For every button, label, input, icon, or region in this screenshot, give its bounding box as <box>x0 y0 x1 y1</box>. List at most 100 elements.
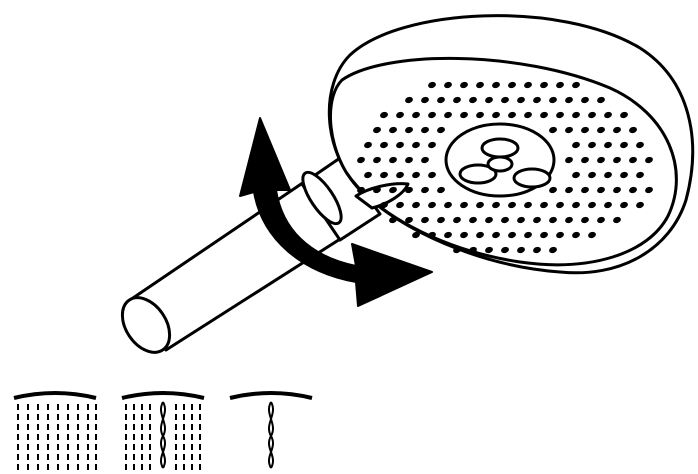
spray-nozzle <box>453 216 461 224</box>
spray-nozzle <box>453 96 461 104</box>
spray-nozzle <box>469 246 477 254</box>
spray-nozzle <box>380 111 388 119</box>
spray-nozzle <box>380 201 388 209</box>
spray-nozzle <box>421 186 429 194</box>
spray-nozzle <box>405 96 413 104</box>
spray-nozzle <box>540 81 548 89</box>
spray-nozzle <box>421 156 429 164</box>
spray-nozzle <box>588 231 596 239</box>
spray-nozzle <box>444 81 452 89</box>
spray-nozzle <box>389 126 397 134</box>
spray-nozzle <box>549 186 557 194</box>
spray-nozzle <box>460 201 468 209</box>
spray-nozzle <box>357 156 365 164</box>
spray-nozzle <box>597 156 605 164</box>
spray-nozzle <box>460 111 468 119</box>
spray-nozzle <box>492 231 500 239</box>
spray-nozzle <box>565 126 573 134</box>
spray-nozzle <box>428 111 436 119</box>
spray-nozzle <box>501 216 509 224</box>
spray-nozzle <box>588 111 596 119</box>
spray-nozzle <box>492 201 500 209</box>
spray-nozzle <box>645 156 653 164</box>
spray-nozzle <box>460 231 468 239</box>
spray-nozzle <box>620 171 628 179</box>
spray-nozzle <box>437 126 445 134</box>
spray-nozzle <box>485 216 493 224</box>
spray-nozzle <box>389 156 397 164</box>
spray-nozzle <box>572 231 580 239</box>
spray-nozzle <box>444 111 452 119</box>
spray-nozzle <box>556 111 564 119</box>
spray-nozzle <box>597 96 605 104</box>
spray-nozzle <box>412 201 420 209</box>
spray-nozzle <box>405 186 413 194</box>
spray-nozzle <box>412 171 420 179</box>
spray-nozzle <box>540 231 548 239</box>
spray-nozzle <box>469 216 477 224</box>
spray-nozzle <box>428 81 436 89</box>
spray-nozzle <box>629 126 637 134</box>
spray-nozzle <box>588 171 596 179</box>
spray-nozzle <box>421 96 429 104</box>
spray-nozzle <box>428 171 436 179</box>
rotation-arrow-icon <box>239 117 433 307</box>
spray-nozzle <box>597 186 605 194</box>
spray-nozzle <box>524 201 532 209</box>
spray-nozzles <box>357 81 653 254</box>
shower-handle <box>120 156 382 354</box>
spray-nozzle <box>412 141 420 149</box>
spray-nozzle <box>437 186 445 194</box>
spray-nozzle <box>380 171 388 179</box>
spray-nozzle <box>581 216 589 224</box>
spray-nozzle <box>476 231 484 239</box>
spray-nozzle <box>380 141 388 149</box>
spray-nozzle <box>421 126 429 134</box>
spray-nozzle <box>405 156 413 164</box>
spray-nozzle <box>613 156 621 164</box>
spray-nozzle <box>572 81 580 89</box>
spray-nozzle <box>524 81 532 89</box>
spray-nozzle <box>357 186 365 194</box>
spray-nozzle <box>556 81 564 89</box>
spray-nozzle <box>581 156 589 164</box>
spray-nozzle <box>428 231 436 239</box>
spray-nozzle <box>572 171 580 179</box>
spray-nozzle <box>533 246 541 254</box>
spray-nozzle <box>476 201 484 209</box>
spray-nozzle <box>620 111 628 119</box>
spray-nozzle <box>572 141 580 149</box>
spray-nozzle <box>549 216 557 224</box>
spray-nozzle <box>565 96 573 104</box>
spray-nozzle <box>572 111 580 119</box>
rain-spray-icon <box>13 391 97 470</box>
spray-nozzle <box>597 126 605 134</box>
spray-nozzle <box>485 96 493 104</box>
spray-nozzle <box>364 141 372 149</box>
spray-nozzle <box>396 141 404 149</box>
spray-nozzle <box>533 96 541 104</box>
spray-nozzle <box>437 216 445 224</box>
spray-nozzle <box>428 201 436 209</box>
spray-nozzle <box>396 111 404 119</box>
massage-spray-icon <box>229 391 313 469</box>
spray-nozzle <box>565 156 573 164</box>
spray-nozzle <box>620 141 628 149</box>
spray-nozzle <box>556 231 564 239</box>
spray-nozzle <box>517 216 525 224</box>
shower-head <box>327 14 695 275</box>
spray-nozzle <box>389 216 397 224</box>
spray-nozzle <box>517 246 525 254</box>
spray-nozzle <box>572 201 580 209</box>
spray-nozzle <box>549 126 557 134</box>
spray-nozzle <box>565 216 573 224</box>
spray-nozzle <box>508 111 516 119</box>
spray-nozzle <box>604 111 612 119</box>
spray-nozzle <box>460 81 468 89</box>
spray-nozzle <box>540 201 548 209</box>
spray-nozzle <box>373 186 381 194</box>
spray-nozzle <box>373 126 381 134</box>
spray-nozzle <box>428 141 436 149</box>
spray-nozzle <box>597 216 605 224</box>
spray-nozzle <box>412 111 420 119</box>
